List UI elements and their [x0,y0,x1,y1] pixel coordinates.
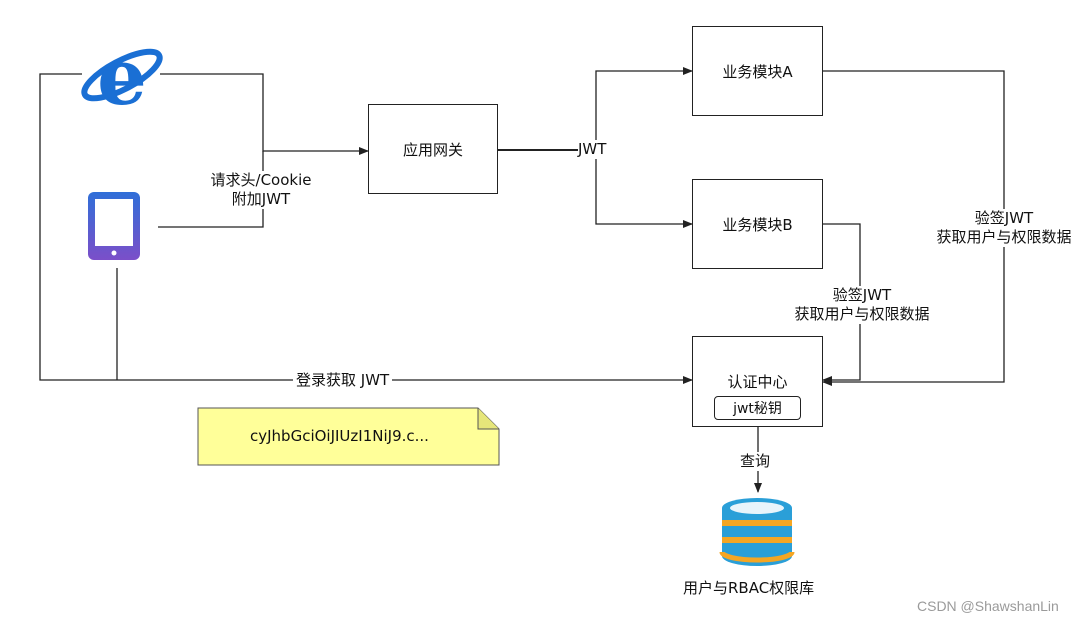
database-label: 用户与RBAC权限库 [683,579,815,597]
ie-browser-icon: e [81,32,163,123]
jwt-secret-box: jwt秘钥 [714,396,801,420]
verify-a-label: 验签JWT 获取用户与权限数据 [925,209,1083,247]
request-header-label: 请求头/Cookie 附加JWT [201,171,321,209]
verify-b-label: 验签JWT 获取用户与权限数据 [783,286,941,324]
module-a-node: 业务模块A [692,26,823,116]
gateway-node: 应用网关 [368,104,498,194]
query-label: 查询 [740,452,771,471]
module-a-label: 业务模块A [722,62,793,81]
auth-center-node: 认证中心 jwt秘钥 [692,336,823,427]
token-note-shape [197,407,500,466]
database-icon [719,498,795,566]
module-b-node: 业务模块B [692,179,823,269]
request-header-line1: 请求头/Cookie [210,171,312,189]
auth-center-label: 认证中心 [727,373,788,391]
watermark: CSDN @ShawshanLin [917,598,1059,614]
verify-b-line1: 验签JWT [832,286,892,304]
token-note-text: cyJhbGciOiJIUzI1NiJ9.c... [250,427,429,445]
verify-a-line1: 验签JWT [974,209,1034,227]
request-header-line2: 附加JWT [231,190,291,208]
verify-b-line2: 获取用户与权限数据 [794,305,930,323]
edge-to-module-a [595,67,693,150]
gateway-label: 应用网关 [402,140,463,159]
edge-to-module-b [595,150,693,228]
jwt-label: JWT [578,140,607,159]
edge-ie-to-gateway [160,73,369,155]
verify-a-line2: 获取用户与权限数据 [936,228,1072,246]
login-label: 登录获取 JWT [293,371,393,390]
tablet-icon [88,192,140,260]
svg-text:e: e [97,32,147,123]
module-b-label: 业务模块B [722,215,793,234]
